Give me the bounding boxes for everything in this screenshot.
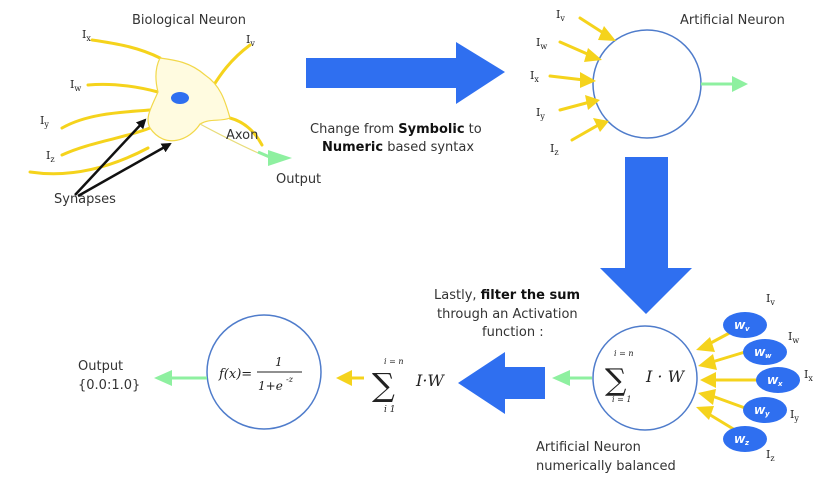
artificial-neuron-circle bbox=[592, 29, 702, 139]
artificial-input-label: I bbox=[536, 106, 540, 119]
svg-text:Iv: Iv bbox=[766, 292, 775, 307]
weight-blob-x bbox=[756, 367, 800, 393]
bio-input-label: I bbox=[46, 149, 50, 162]
svg-text:Ix: Ix bbox=[530, 69, 539, 84]
artificial-input-label: I bbox=[536, 36, 540, 49]
balanced-term: I · W bbox=[645, 367, 686, 386]
left-arrow bbox=[458, 352, 545, 414]
weight-label: W bbox=[734, 435, 746, 446]
svg-text:Iz: Iz bbox=[766, 448, 775, 463]
svg-text:Iw: Iw bbox=[536, 36, 547, 51]
balanced-output-arrow bbox=[552, 370, 570, 386]
weight-blobs: Wv Ww Wx Wy Wz bbox=[723, 312, 800, 452]
activation-exponent: -z bbox=[286, 375, 294, 384]
filter-the-sum-word: filter the sum bbox=[481, 288, 580, 303]
svg-text:Ix: Ix bbox=[804, 368, 813, 383]
balanced-sigma: ∑ bbox=[605, 363, 627, 398]
activation-denominator: 1+e bbox=[258, 379, 283, 393]
symbolic-word: Symbolic bbox=[398, 122, 464, 137]
activation-fx: f(x)= bbox=[218, 367, 252, 382]
balanced-neuron-circle bbox=[592, 325, 698, 431]
bio-input-label: I bbox=[70, 78, 74, 91]
svg-text:Iy: Iy bbox=[790, 408, 799, 423]
svg-text:Iw: Iw bbox=[788, 330, 799, 345]
artificial-title: Artificial Neuron bbox=[680, 13, 785, 28]
filter-text-line1: Lastly, filter the sum bbox=[434, 288, 580, 303]
bio-dendrites bbox=[28, 38, 264, 176]
svg-text:Ix: Ix bbox=[82, 28, 91, 43]
weight-label: W bbox=[767, 376, 779, 387]
activation-function: f(x)= 1 1+e -z bbox=[206, 314, 322, 430]
bio-input-label: I bbox=[82, 28, 86, 41]
middle-sum: i = n ∑ i 1 I·W bbox=[372, 357, 445, 415]
final-output-arrow bbox=[154, 370, 172, 386]
weight-blob-v bbox=[723, 312, 767, 338]
synapse-arrow-2 bbox=[77, 142, 172, 198]
svg-text:Wy: Wy bbox=[754, 406, 770, 418]
svg-text:Iy: Iy bbox=[40, 114, 49, 129]
synapses-label: Synapses bbox=[54, 192, 116, 207]
balanced-input-label: I bbox=[788, 330, 792, 343]
middle-term: I·W bbox=[415, 371, 445, 390]
artificial-output-arrow bbox=[732, 76, 748, 92]
balanced-neuron: i = n ∑ i = 1 I · W Wv Ww Wx Wy Wz bbox=[536, 292, 813, 474]
svg-text:Iv: Iv bbox=[246, 33, 255, 48]
middle-sigma: ∑ bbox=[372, 366, 395, 404]
middle-sum-lower: i 1 bbox=[384, 405, 395, 415]
balanced-input-label: I bbox=[790, 408, 794, 421]
bio-output-label: Output bbox=[276, 172, 321, 187]
final-output-range: {0.0:1.0} bbox=[78, 378, 140, 393]
yellow-small-arrow bbox=[336, 370, 352, 386]
svg-text:Wz: Wz bbox=[734, 435, 750, 447]
transition-text-line2: Numeric based syntax bbox=[322, 140, 474, 155]
svg-text:Wv: Wv bbox=[734, 321, 750, 333]
artificial-input-arrows bbox=[548, 16, 616, 142]
balanced-input-arrows bbox=[696, 328, 760, 432]
synapse-arrow-1 bbox=[74, 118, 147, 196]
transition-text-line1: Change from Symbolic to bbox=[310, 122, 482, 137]
bio-axon-label: Axon bbox=[226, 128, 258, 143]
middle-sum-upper: i = n bbox=[384, 357, 404, 366]
svg-text:Ww: Ww bbox=[754, 348, 772, 360]
bio-cell-body bbox=[147, 57, 231, 142]
filter-text-line3: function : bbox=[482, 325, 544, 340]
svg-text:Iw: Iw bbox=[70, 78, 81, 93]
bio-title: Biological Neuron bbox=[132, 13, 246, 28]
activation-numerator: 1 bbox=[275, 355, 283, 369]
svg-text:Iz: Iz bbox=[550, 142, 559, 157]
svg-text:Wx: Wx bbox=[767, 376, 783, 388]
artificial-input-label: I bbox=[556, 8, 560, 21]
artificial-neuron: Artificial Neuron Iv Iw Ix Iy Iz bbox=[530, 8, 785, 157]
svg-text:Iv: Iv bbox=[556, 8, 565, 23]
balanced-sum-lower: i = 1 bbox=[612, 395, 631, 404]
final-output-label: Output bbox=[78, 359, 123, 374]
svg-text:Iy: Iy bbox=[536, 106, 545, 121]
balanced-caption-line1: Artificial Neuron bbox=[536, 440, 641, 455]
bio-input-label: I bbox=[246, 33, 250, 46]
weight-label: W bbox=[734, 321, 746, 332]
balanced-input-label: I bbox=[766, 448, 770, 461]
artificial-input-label: I bbox=[530, 69, 534, 82]
balanced-input-label: I bbox=[804, 368, 808, 381]
bio-input-label: I bbox=[40, 114, 44, 127]
balanced-sum-upper: i = n bbox=[614, 349, 634, 358]
filter-text-line2: through an Activation bbox=[437, 307, 578, 322]
svg-text:Iz: Iz bbox=[46, 149, 55, 164]
weight-label: W bbox=[754, 406, 766, 417]
weight-blob-y bbox=[743, 397, 787, 423]
weight-label: W bbox=[754, 348, 766, 359]
biological-neuron: Biological Neuron Ix Iv Iw Iy Iz Axon bbox=[28, 13, 321, 207]
artificial-input-label: I bbox=[550, 142, 554, 155]
balanced-input-label: I bbox=[766, 292, 770, 305]
weight-blob-w bbox=[743, 339, 787, 365]
balanced-caption-line2: numerically balanced bbox=[536, 459, 676, 474]
down-arrow bbox=[600, 157, 692, 314]
transition-arrow bbox=[306, 42, 505, 104]
bio-nucleus bbox=[171, 92, 189, 104]
weight-blob-z bbox=[723, 426, 767, 452]
bio-output-arrow bbox=[268, 150, 292, 166]
numeric-word: Numeric bbox=[322, 140, 383, 155]
